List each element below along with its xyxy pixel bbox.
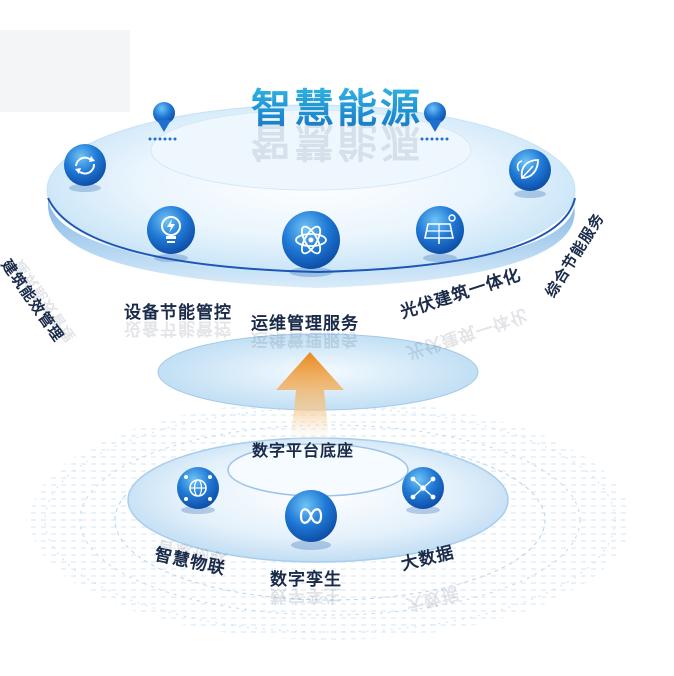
up-arrow — [276, 352, 344, 448]
leaf-icon — [509, 149, 551, 198]
base-title: 数字平台底座 — [252, 441, 355, 460]
label-equipment-energy: 设备节能管控 — [124, 303, 232, 323]
pin-right — [420, 102, 449, 141]
background-block — [0, 30, 130, 112]
atom-icon — [282, 211, 340, 277]
top-disc-rim — [47, 197, 576, 274]
label-operations-service-reflection: 运维管理服务 — [251, 329, 359, 349]
iot-globe-icon — [177, 467, 219, 514]
main-title-reflection: 智慧能源 — [251, 118, 423, 164]
label-operations-service: 运维管理服务 — [251, 314, 359, 334]
top-disc-edge — [48, 195, 575, 288]
pin-left — [148, 102, 177, 141]
infinity-icon — [285, 490, 337, 550]
label-equipment-energy-reflection: 设备节能管控 — [124, 318, 232, 338]
label-digital-twin-reflection: 数字孪生 — [270, 585, 342, 605]
recycle-icon — [64, 144, 106, 192]
lightbulb-icon — [147, 206, 195, 262]
main-title: 智慧能源 — [0, 76, 674, 134]
network-icon — [402, 467, 444, 514]
label-digital-twin: 数字孪生 — [270, 570, 342, 590]
solar-panel-icon — [416, 206, 464, 262]
top-inner-plate — [150, 109, 472, 191]
